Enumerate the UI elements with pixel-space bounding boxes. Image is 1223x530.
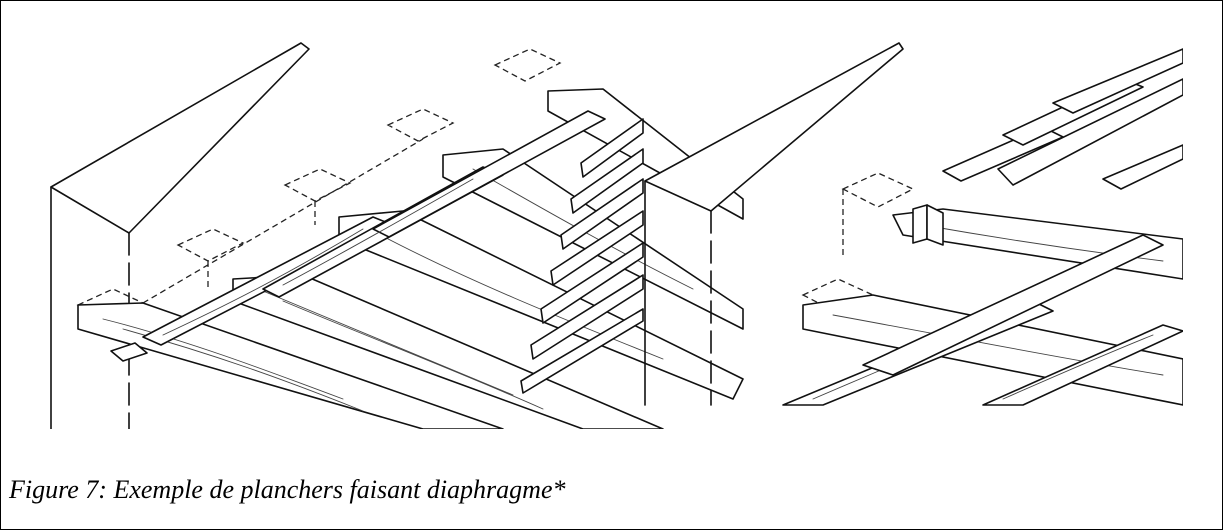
logs — [782, 208, 1183, 406]
floor-boards-right — [942, 48, 1183, 190]
right-pocket-outlines — [801, 172, 915, 314]
right-wall — [644, 42, 904, 212]
floor-boards-left — [520, 118, 644, 394]
beam-pocket-outlines — [76, 48, 562, 339]
floor-diaphragm-illustration — [43, 39, 1183, 429]
cross-purlins — [142, 110, 606, 346]
right-floor-drawing — [644, 42, 1183, 406]
left-wall — [50, 42, 310, 234]
figure-caption: Figure 7: Exemple de planchers faisant d… — [9, 475, 566, 504]
left-floor-drawing — [50, 42, 744, 429]
